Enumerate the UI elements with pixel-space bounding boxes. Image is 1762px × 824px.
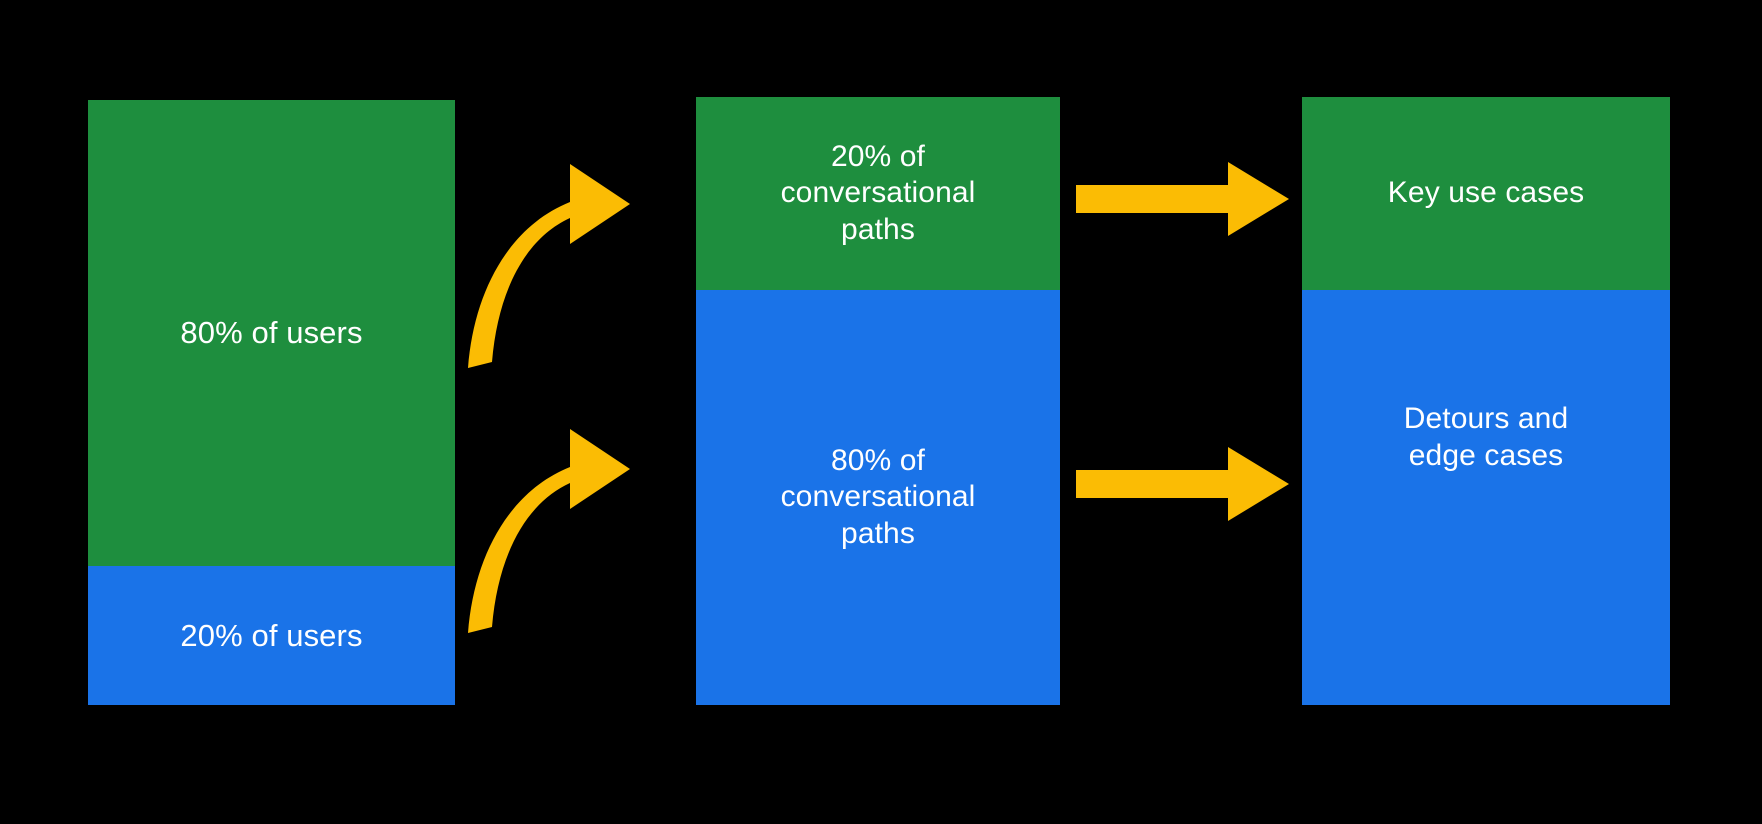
segment-users-blue: 20% of users: [88, 566, 455, 705]
segment-outcomes-green: Key use cases: [1302, 97, 1670, 290]
straight-arrow-top-icon: [1076, 162, 1289, 236]
segment-label: Detours and edge cases: [1403, 401, 1569, 472]
column-users: 80% of users 20% of users: [88, 100, 455, 705]
segment-outcomes-blue: Detours and edge cases: [1302, 290, 1670, 705]
segment-users-green: 80% of users: [88, 100, 455, 566]
column-conversational-paths: 20% of conversational paths 80% of conve…: [696, 97, 1060, 705]
straight-arrow-bottom-icon: [1076, 447, 1289, 521]
segment-paths-blue: 80% of conversational paths: [696, 290, 1060, 705]
segment-label: 80% of users: [180, 315, 363, 351]
segment-label: Key use cases: [1387, 176, 1585, 210]
curved-arrow-top-icon: [468, 164, 630, 368]
segment-label: 80% of conversational paths: [780, 443, 976, 550]
column-outcomes: Key use cases Detours and edge cases: [1302, 97, 1670, 705]
curved-arrow-bottom-icon: [468, 429, 630, 633]
segment-label: 20% of conversational paths: [780, 139, 976, 246]
segment-paths-green: 20% of conversational paths: [696, 97, 1060, 290]
segment-label: 20% of users: [180, 617, 363, 653]
